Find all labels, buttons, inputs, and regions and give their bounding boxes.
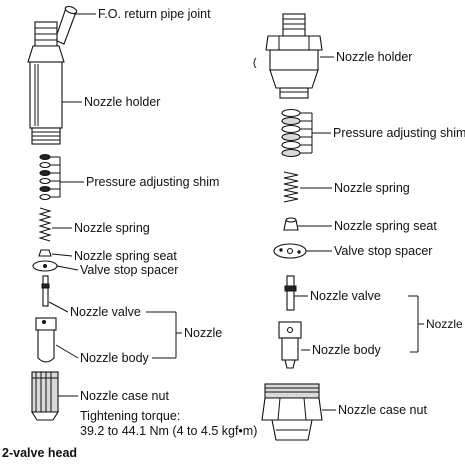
right-nozzle-body-drawing [278,321,302,369]
left-case-nut-drawing [31,371,59,421]
left-nozzle-valve-drawing [41,275,50,307]
left-nozzle-spring-drawing [38,207,52,242]
right-assembly: Nozzle holder Pressure adjusting shim No… [253,13,465,441]
left-leader-lines [48,13,182,397]
left-label-stop-spacer: Valve stop spacer [80,263,178,277]
left-label-torque-value: 39.2 to 44.1 Nm (4 to 4.5 kgf•m) [80,424,257,438]
right-label-case-nut: Nozzle case nut [338,403,427,417]
left-label-nozzle-body: Nozzle body [80,351,150,365]
left-caption: 2-valve head [2,446,77,460]
left-pressure-shim-drawing [39,154,51,201]
right-spring-seat-drawing [283,217,299,231]
right-label-spring-seat: Nozzle spring seat [334,219,437,233]
right-label-nozzle-body: Nozzle body [312,343,382,357]
left-return-pipe-joint-drawing [54,5,78,45]
right-label-nozzle-holder: Nozzle holder [336,50,412,64]
right-label-stop-spacer: Valve stop spacer [334,244,432,258]
left-label-nozzle: Nozzle [184,326,222,340]
right-label-pressure-shim: Pressure adjusting shim [333,126,465,140]
left-stop-spacer-drawing [32,260,58,272]
left-label-pressure-shim: Pressure adjusting shim [86,175,219,189]
right-stop-spacer-drawing [273,243,307,259]
right-label-nozzle-spring: Nozzle spring [334,181,410,195]
right-case-nut-drawing [261,383,323,441]
right-nozzle-valve-drawing [284,275,297,311]
right-label-nozzle: Nozzle [426,317,463,331]
left-label-nozzle-holder: Nozzle holder [84,95,160,109]
left-label-spring-seat: Nozzle spring seat [74,249,177,263]
right-leader-lines [294,56,424,411]
left-assembly: F.O. return pipe joint Nozzle holder Pre… [2,5,257,460]
right-label-nozzle-valve: Nozzle valve [310,289,381,303]
left-nozzle-body-drawing [35,317,57,363]
left-label-torque-title: Tightening torque: [80,409,180,423]
right-pressure-shim-drawing [281,108,301,158]
left-nozzle-holder-drawing [27,21,65,145]
left-label-nozzle-spring: Nozzle spring [74,221,150,235]
right-nozzle-spring-drawing [283,171,299,203]
left-label-return-pipe-joint: F.O. return pipe joint [98,7,211,21]
left-label-case-nut: Nozzle case nut [80,389,169,403]
left-label-nozzle-valve: Nozzle valve [70,305,141,319]
right-nozzle-holder-drawing [253,13,323,99]
left-spring-seat-drawing [38,249,52,257]
